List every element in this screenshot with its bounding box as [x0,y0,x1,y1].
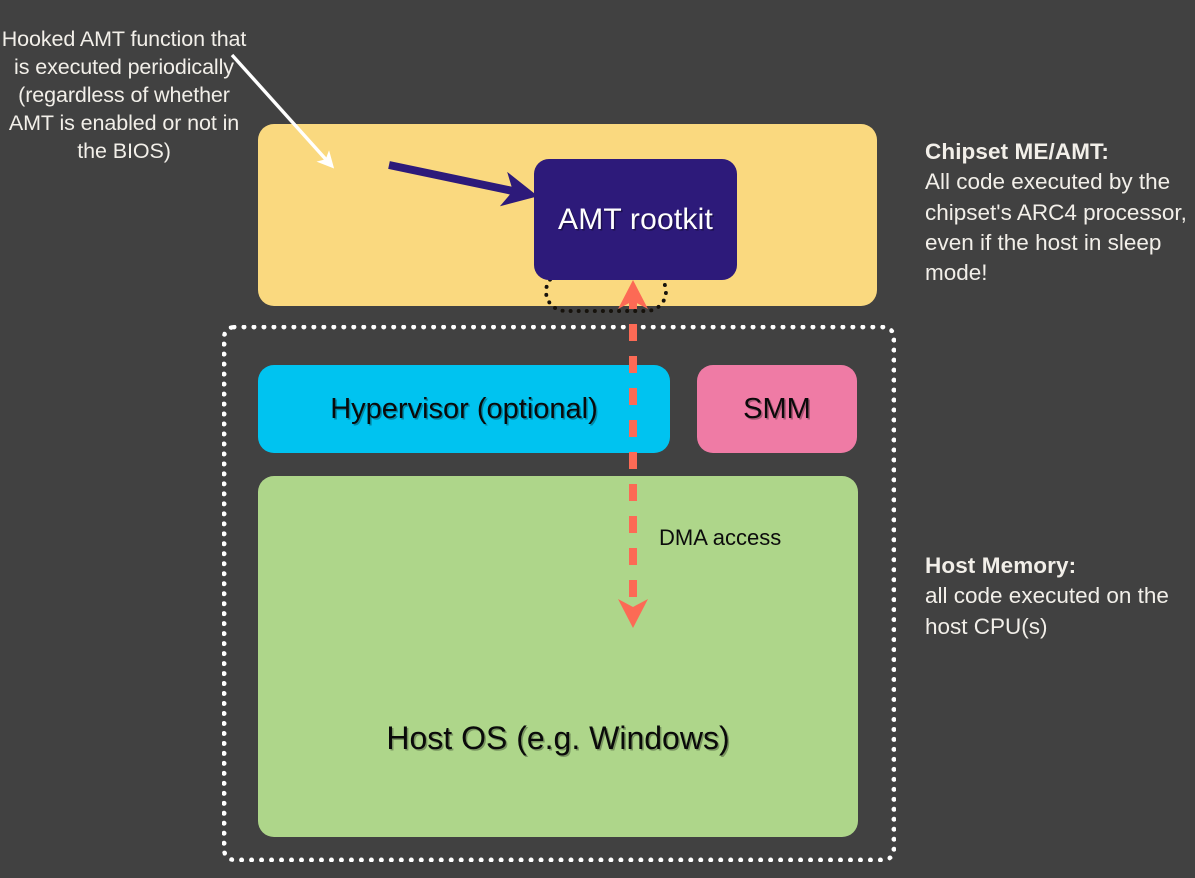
host-os-label: Host OS (e.g. Windows) [386,720,730,756]
host-memory-note: Host Memory: all code executed on the ho… [925,551,1185,642]
host-memory-note-body: all code executed on the host CPU(s) [925,583,1169,639]
host-memory-note-heading: Host Memory: [925,553,1077,578]
amt-rootkit-block[interactable]: AMT rootkit [534,159,737,280]
host-memory-container [222,325,896,862]
amt-rootkit-label: AMT rootkit [557,202,713,236]
hypervisor-label: Hypervisor (optional) [330,392,598,425]
chipset-note-body: All code executed by the chipset's ARC4 … [925,169,1187,285]
smm-block[interactable]: SMM [697,365,857,453]
hypervisor-block[interactable]: Hypervisor (optional) [258,365,670,453]
smm-label: SMM [743,392,811,425]
chipset-note-heading: Chipset ME/AMT: [925,139,1109,164]
host-os-block[interactable]: Host OS (e.g. Windows) [258,476,858,837]
hooked-function-note: Hooked AMT function that is executed per… [1,27,247,163]
dma-access-label: DMA access [659,525,782,550]
chipset-me-amt-note: Chipset ME/AMT: All code executed by the… [925,137,1193,288]
